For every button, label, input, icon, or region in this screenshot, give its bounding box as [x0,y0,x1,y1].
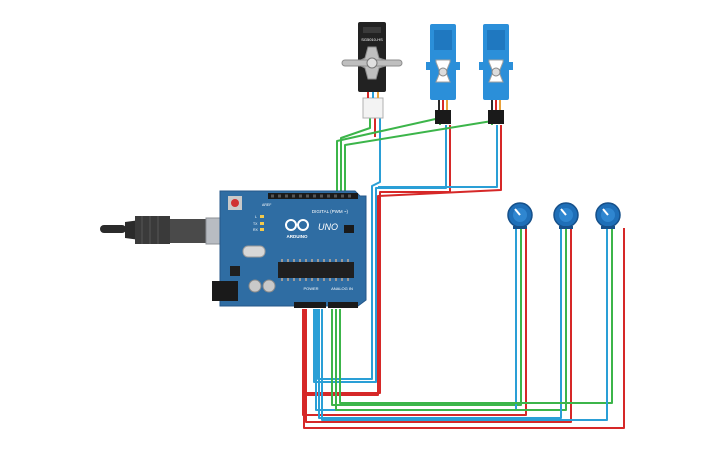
wire-pot1-wiper[interactable] [331,228,522,406]
micro-servo-1-connector[interactable] [435,110,451,124]
led-tx [260,222,264,225]
potentiometer-3[interactable] [595,202,621,229]
brand-label: ARDUINO [287,234,308,239]
potentiometer-2[interactable] [553,202,579,229]
wire-servo2-power[interactable] [302,125,502,396]
capacitor-1 [248,279,262,293]
wire-servo1-ground[interactable] [313,125,447,383]
analog-header[interactable] [328,302,358,308]
microcontroller-chip [278,259,354,281]
large-servo-connector[interactable] [362,97,384,119]
icsp-header [344,225,354,233]
arduino-uno-board[interactable]: DIGITAL (PWM ~) AREF L TX RX ARDUINO UNO [212,190,367,308]
large-servo-label: SG5010-HS [361,37,383,42]
wire-large-servo-signal[interactable] [340,118,371,197]
wire-pot2-wiper[interactable] [335,228,567,411]
power-header[interactable] [294,302,326,308]
led-l-label: L [255,215,257,219]
wire-servo1-signal[interactable] [336,117,441,197]
wire-pot3-ground[interactable] [321,228,608,421]
micro-servo-2-connector[interactable] [488,110,504,124]
power-label: POWER [303,286,318,291]
micro-servo-2[interactable] [479,24,513,124]
power-jack[interactable] [212,281,238,301]
wire-servo2-ground[interactable] [378,125,498,188]
large-servo[interactable]: SG5010-HS [341,22,403,119]
digital-header[interactable] [268,193,358,199]
usb-cable[interactable] [100,216,241,245]
micro-servo-1[interactable] [426,24,460,124]
wire-pot2-power[interactable] [305,228,572,423]
potentiometer-1[interactable] [507,202,533,229]
potentiometer-2-knob[interactable] [560,208,567,216]
wire-servo2-signal[interactable] [344,120,493,197]
aref-label: AREF [262,203,271,207]
analog-label: ANALOG IN [331,286,353,291]
led-l [260,215,264,218]
wires [302,117,625,429]
potentiometer-1-knob[interactable] [514,208,521,216]
led-tx-label: TX [253,222,258,226]
led-rx-label: RX [253,228,259,232]
led-rx [260,228,264,231]
potentiometer-3-knob[interactable] [602,208,609,216]
model-label: UNO [318,222,338,232]
wire-pot3-power[interactable] [303,228,625,429]
wire-pot3-wiper[interactable] [339,228,613,404]
digital-label: DIGITAL (PWM ~) [312,209,349,214]
voltage-regulator [230,266,240,276]
reset-button[interactable] [228,196,242,210]
crystal [242,245,266,258]
arduino-logo [285,219,309,231]
wire-pot2-ground[interactable] [318,228,562,419]
capacitor-2 [262,279,276,293]
